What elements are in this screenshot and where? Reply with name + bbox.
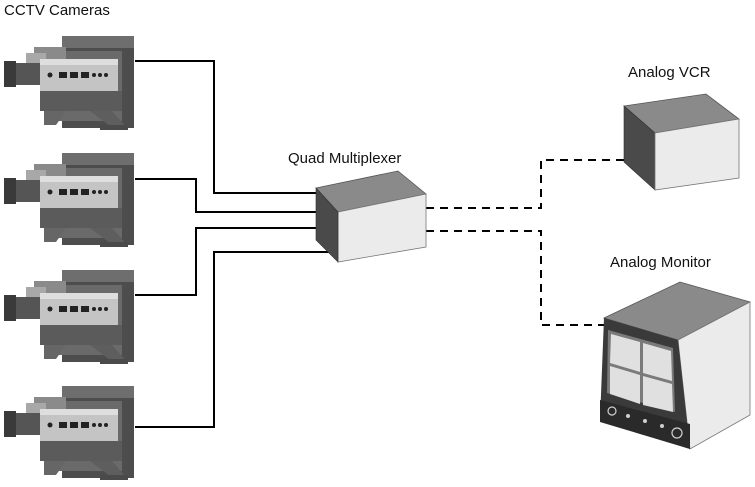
multiplexer-device (315, 170, 427, 263)
vcr-label: Analog VCR (628, 64, 711, 81)
monitor-device (600, 281, 752, 450)
camera-4 (4, 386, 134, 480)
monitor-label: Analog Monitor (610, 254, 711, 271)
edge-camera-3-to-multiplexer (135, 227, 338, 296)
cameras-label: CCTV Cameras (4, 2, 110, 19)
edge-multiplexer-to-monitor (426, 230, 604, 326)
edge-multiplexer-to-vcr (426, 159, 624, 209)
camera-3 (4, 270, 134, 364)
camera-1 (4, 36, 134, 130)
edge-camera-2-to-multiplexer (135, 178, 316, 213)
edge-camera-4-to-multiplexer (135, 251, 338, 428)
multiplexer-label: Quad Multiplexer (288, 150, 402, 167)
edge-camera-1-to-multiplexer (135, 60, 316, 194)
vcr-device (623, 93, 740, 191)
connection-lines (135, 60, 624, 428)
camera-2 (4, 153, 134, 247)
